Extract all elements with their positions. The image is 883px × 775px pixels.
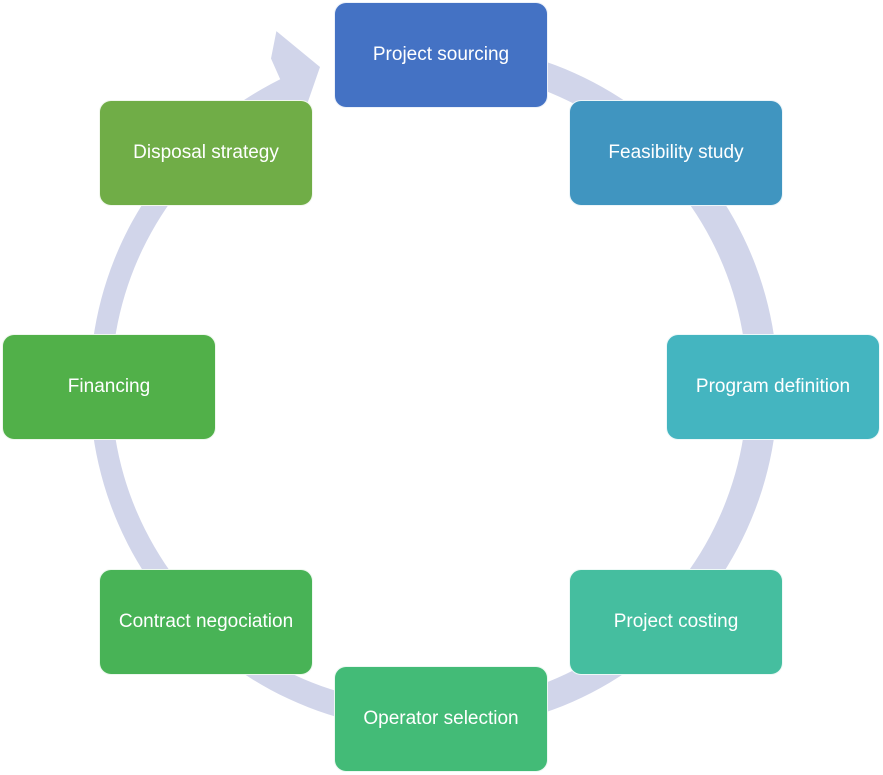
step-project-costing: Project costing <box>569 569 783 675</box>
step-label: Contract negociation <box>118 610 294 632</box>
step-label: Disposal strategy <box>133 141 279 163</box>
step-label: Program definition <box>695 375 851 397</box>
step-label: Project sourcing <box>372 43 510 65</box>
step-operator-selection: Operator selection <box>334 666 548 772</box>
step-project-sourcing: Project sourcing <box>334 2 548 108</box>
step-contract-negociation: Contract negociation <box>99 569 313 675</box>
step-label: Financing <box>67 375 151 397</box>
step-label: Project costing <box>613 610 739 632</box>
step-financing: Financing <box>2 334 216 440</box>
step-feasibility-study: Feasibility study <box>569 100 783 206</box>
step-label: Operator selection <box>363 707 519 729</box>
step-disposal-strategy: Disposal strategy <box>99 100 313 206</box>
step-program-definition: Program definition <box>666 334 880 440</box>
step-label: Feasibility study <box>608 141 744 163</box>
